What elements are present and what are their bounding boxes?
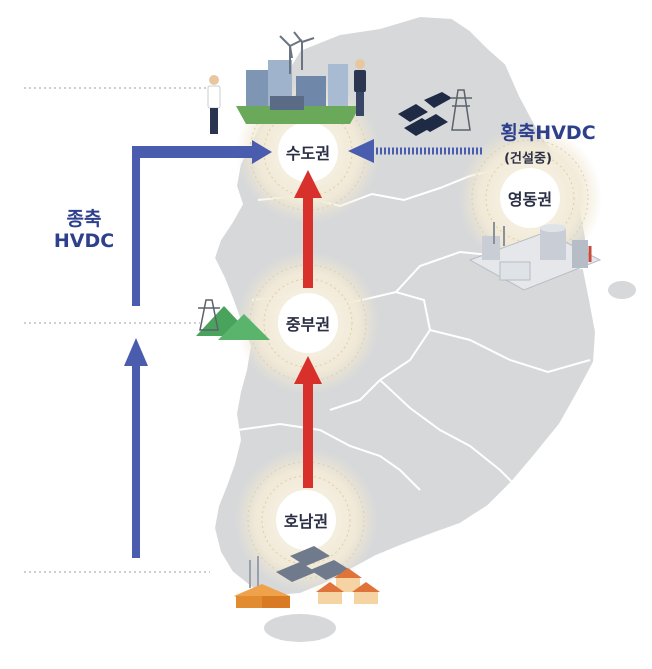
flow-arrow-head: [294, 170, 322, 198]
horizontal-hvdc-note: (건설중): [504, 151, 552, 167]
hvdc-path: [132, 140, 272, 306]
green-hill-icon: [196, 299, 270, 340]
island: [402, 504, 422, 516]
region-label-yeongdong: 영동권: [507, 190, 553, 209]
solar-panel-icon: [398, 92, 452, 136]
province-border: [379, 379, 513, 483]
jeju-island: [264, 614, 336, 642]
horizontal-hvdc-title: 횡축HVDC: [500, 122, 596, 144]
person-icon: [207, 75, 221, 134]
vertical-hvdc-line2: HVDC: [53, 230, 115, 252]
hvdc-arrow-up: [124, 338, 148, 558]
horizontal-hvdc-arrow: [348, 139, 484, 163]
hvdc-dotted-arrowhead: [348, 139, 374, 163]
vertical-hvdc-arrows: [124, 140, 272, 558]
halo-honam: [234, 448, 378, 592]
province-border: [429, 329, 591, 374]
transmission-tower-icon: [450, 89, 472, 131]
flow-arrow-head: [294, 356, 322, 384]
island: [608, 281, 636, 299]
factory-icon: [234, 556, 290, 608]
region-label-jungbu: 중부권: [285, 315, 331, 334]
power-plant-icon: [468, 222, 602, 291]
city-buildings-icon: [236, 60, 360, 124]
region-label-sudo: 수도권: [285, 144, 331, 163]
solar-panel-icon: [276, 546, 350, 582]
province-border: [237, 422, 421, 491]
vertical-hvdc-label: 종축 HVDC: [54, 208, 114, 252]
vertical-hvdc-line1: 종축: [66, 208, 102, 230]
person-icon: [354, 59, 366, 116]
flow-arrow-shaft: [303, 382, 313, 488]
halo-jungbu: [236, 251, 380, 395]
region-label-honam: 호남권: [283, 512, 329, 531]
flow-arrow-shaft: [303, 196, 313, 288]
house-icon: [316, 568, 380, 604]
guide-lines: [24, 87, 212, 573]
flow-arrows: [294, 170, 322, 488]
wind-turbine-icon: [279, 31, 315, 74]
